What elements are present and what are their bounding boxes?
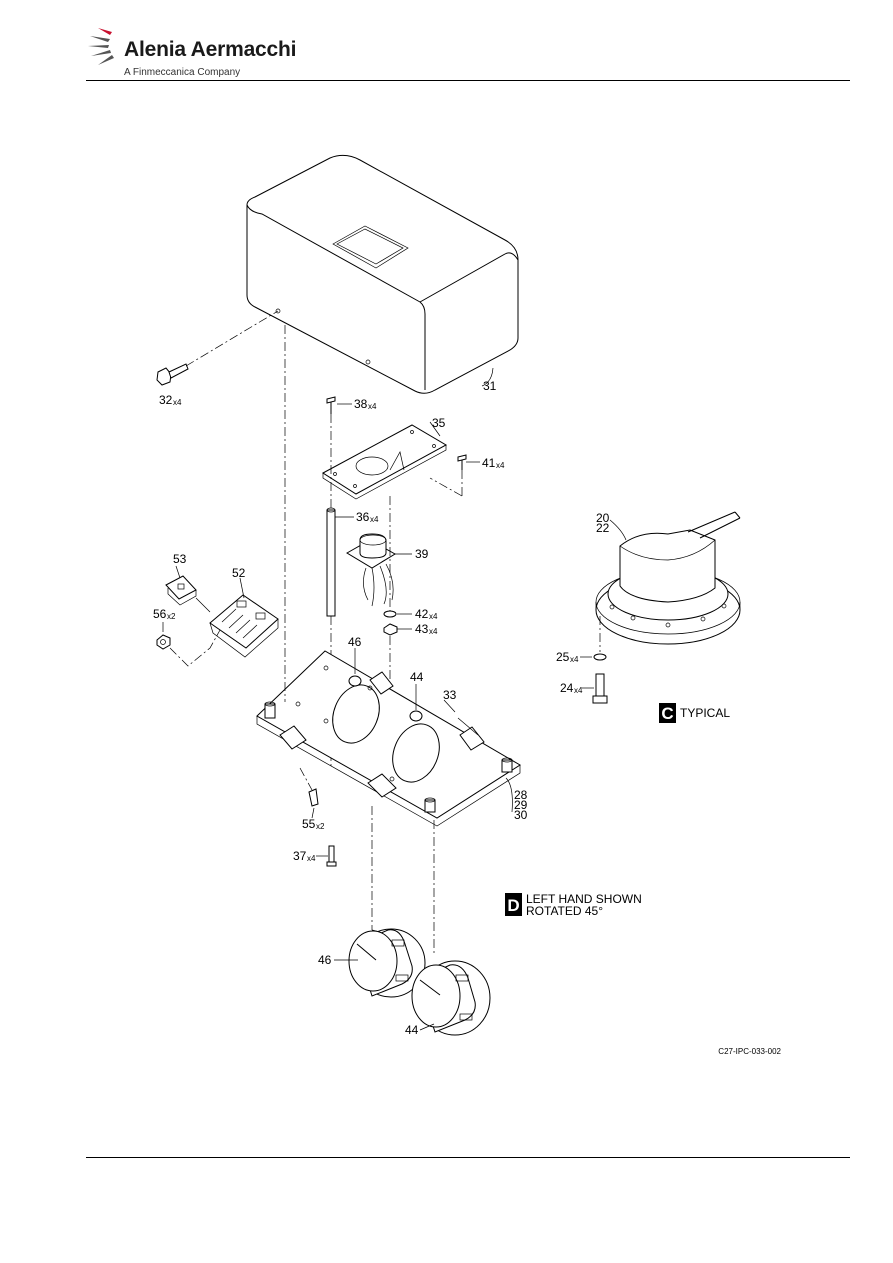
view-c-caption: TYPICAL [680,706,730,720]
header-rule [86,80,850,81]
callout-24: 24 [560,681,574,695]
washer-part-25 [593,653,607,661]
company-logo [86,22,286,82]
callout-41-qty: x4 [496,461,505,470]
washer-part-42 [383,610,397,618]
knob-part-44 [411,960,491,1036]
screw-part-41 [429,454,467,497]
callout-39: 39 [415,547,429,561]
callout-35: 35 [432,416,446,430]
bolt-part-32 [156,310,279,386]
callout-42-qty: x4 [429,612,438,621]
footer-rule [86,1157,850,1158]
knob-part-46 [348,928,426,998]
screw-part-37 [326,845,337,867]
view-d-caption-line1: LEFT HAND SHOWN [526,892,642,906]
view-c-badge: C [659,703,676,723]
connector-part-53 [165,575,211,613]
indicator-detail-part-20 [595,511,741,652]
callout-38: 38 [354,397,368,411]
callout-36-qty: x4 [370,515,379,524]
callout-55-qty: x2 [316,822,325,831]
callout-30: 30 [514,808,528,822]
callout-20: 20 [596,511,610,525]
relay-part-39 [346,496,396,612]
callout-56: 56 [153,607,167,621]
callout-43: 43 [415,622,429,636]
callout-labels: 31 32 x4 38 x4 35 41 x4 36 x4 39 53 52 5… [153,379,610,1037]
callout-31: 31 [483,379,497,393]
callout-24-qty: x4 [574,686,583,695]
callout-43-qty: x4 [429,627,438,636]
base-plate-part-33 [256,650,521,827]
callout-44-plate: 44 [410,670,424,684]
callout-28: 28 [514,788,528,802]
bolt-part-24 [592,673,608,704]
figure-reference: C27-IPC-033-002 [718,1047,781,1056]
callout-32: 32 [159,393,173,407]
callout-56-qty: x2 [167,612,176,621]
cover-plate-part-35 [322,424,448,500]
view-d-letter: D [507,896,519,915]
view-c-letter: C [661,704,673,723]
callout-29: 29 [514,798,528,812]
callout-25: 25 [556,650,570,664]
callout-53: 53 [173,552,187,566]
nut-part-56 [156,629,221,667]
callout-22: 22 [596,521,610,535]
brand-name: Alenia Aermacchi [124,38,297,61]
callout-37: 37 [293,849,307,863]
view-d-badge: D [505,893,522,916]
nut-part-43 [383,623,398,680]
leader-lines [162,367,627,1031]
view-d-caption-line2: ROTATED 45° [526,904,603,918]
terminal-block-part-52 [209,594,279,658]
screw-part-55 [299,767,319,807]
callout-41: 41 [482,456,496,470]
cover-part-31 [246,154,519,394]
callout-37-qty: x4 [307,854,316,863]
logo-swoosh-icon [88,28,114,65]
callout-33: 33 [443,688,457,702]
callout-42: 42 [415,607,429,621]
brand-tagline: A Finmeccanica Company [124,67,241,78]
callout-44-knob: 44 [405,1023,419,1037]
callout-55: 55 [302,817,316,831]
callout-46-plate: 46 [348,635,362,649]
callout-46-knob: 46 [318,953,332,967]
screw-part-38 [326,396,336,510]
callout-32-qty: x4 [173,398,182,407]
callout-38-qty: x4 [368,402,377,411]
callout-36: 36 [356,510,370,524]
callout-52: 52 [232,566,246,580]
callout-25-qty: x4 [570,655,579,664]
